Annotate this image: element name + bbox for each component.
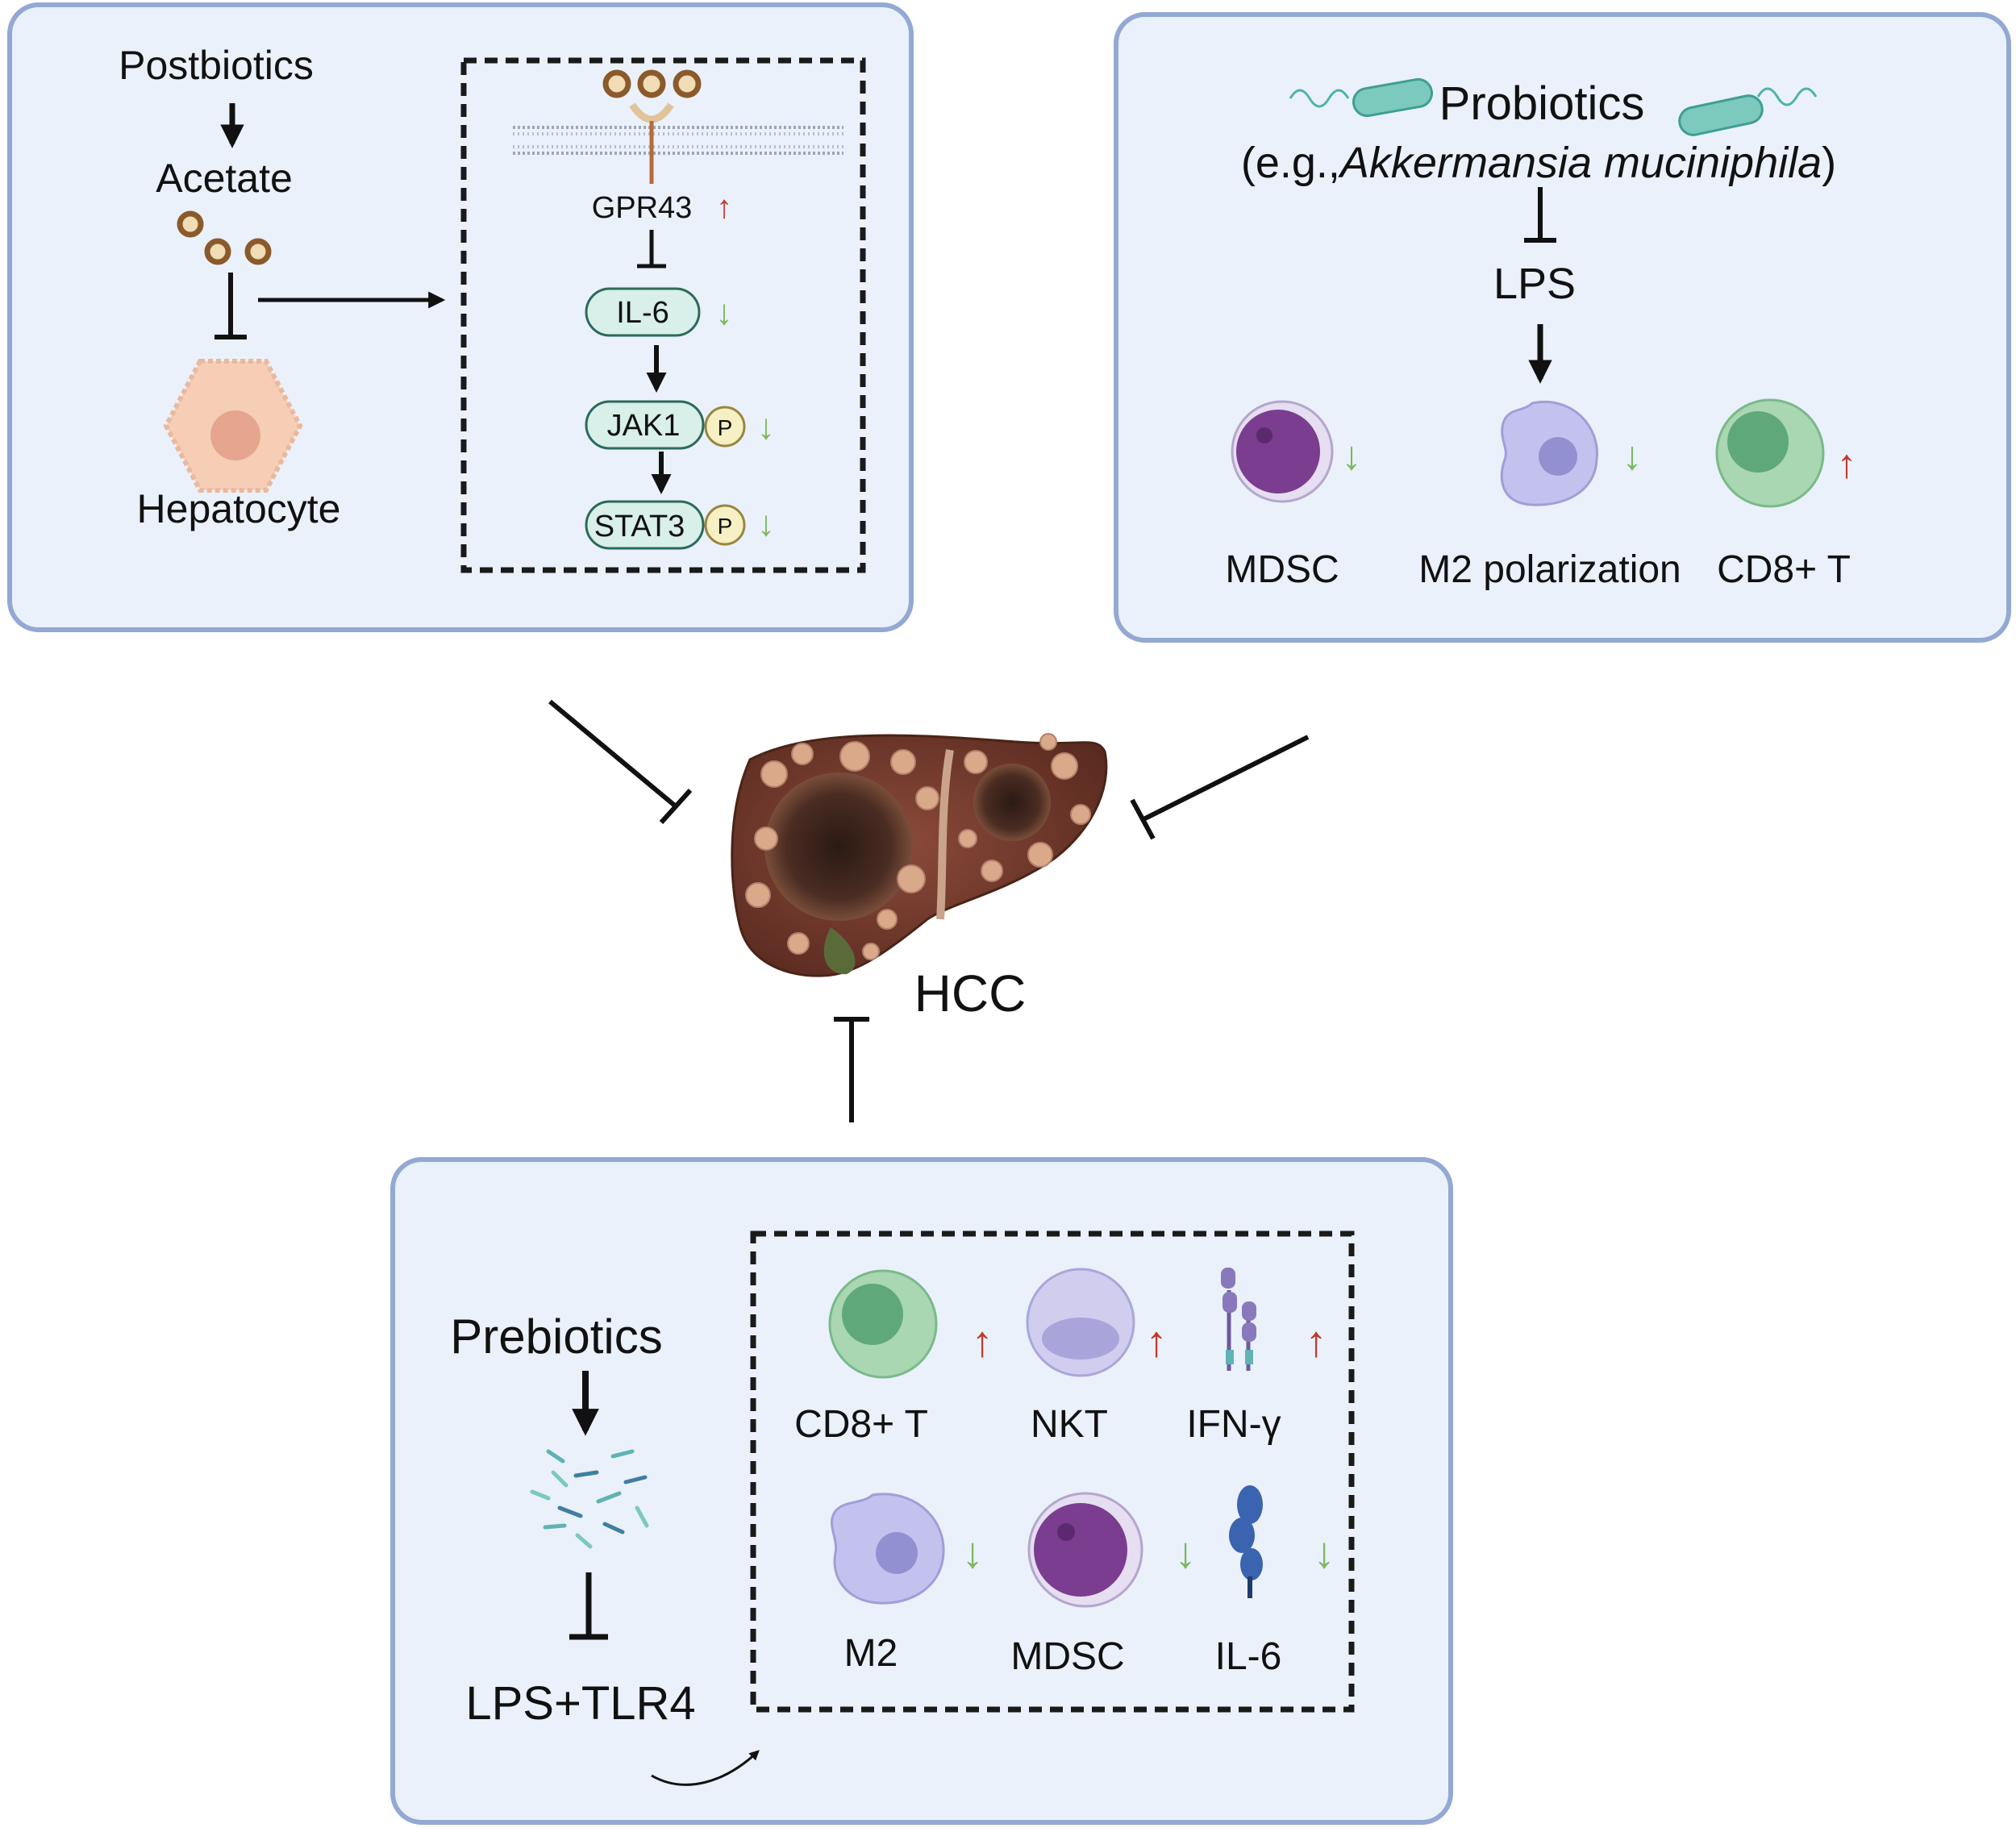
cd8-t-cell-icon-2 (828, 1269, 938, 1379)
jak1-phospho-label: P (718, 415, 733, 440)
jak1-pill (585, 400, 705, 450)
cd8-t-label-2: CD8+ T (794, 1403, 928, 1446)
il6-down-arrow-2: ↓ (1314, 1529, 1335, 1577)
pathway-dashed-box (460, 57, 866, 573)
example-species: Akkermansia muciniphila (1338, 139, 1822, 187)
gut-microbiota-icon (530, 1449, 649, 1549)
m2-down-arrow: ↓ (1622, 433, 1643, 478)
prebiotics-panel-box (390, 1157, 1453, 1825)
postbiotics-label: Postbiotics (119, 43, 314, 88)
m2-macrophage-icon (1500, 401, 1598, 506)
gpr43-receptor-icon (602, 69, 702, 184)
bacteria-right-icon (1678, 87, 1818, 136)
lps-label: LPS (1493, 260, 1576, 308)
nkt-up-arrow: ↑ (1146, 1318, 1168, 1366)
stat3-label: STAT3 (594, 510, 685, 543)
ifn-gamma-label: IFN-γ (1186, 1403, 1281, 1446)
il6-label: IL-6 (616, 296, 669, 330)
stat3-phospho-icon (704, 504, 746, 546)
hcc-label: HCC (914, 964, 1027, 1022)
probiotics-title: Probiotics (1439, 77, 1645, 130)
m2-macrophage-icon-2 (831, 1493, 945, 1605)
probiotics-example: (e.g.,Akkermansia muciniphila) (1241, 139, 1836, 187)
acetate-molecules-icon (177, 210, 272, 265)
prebiotics-inhibits-lps-tlr4 (569, 1572, 608, 1640)
nkt-cell-icon (1026, 1268, 1135, 1377)
cell-membrane-icon (513, 126, 843, 155)
liver-hcc-icon (731, 733, 1108, 977)
cd8-t-label: CD8+ T (1717, 548, 1851, 591)
il6-down-arrow: ↓ (715, 293, 733, 332)
probiotics-panel: Probiotics (e.g.,Akkermansia muciniphila… (1114, 12, 2011, 643)
probiotics-inhibits-hcc (1130, 735, 1310, 840)
prebiotics-label: Prebiotics (450, 1310, 662, 1364)
mdsc-label-2: MDSC (1010, 1635, 1124, 1678)
lps-tlr4-label: LPS+TLR4 (465, 1677, 695, 1730)
acetate-label: Acetate (156, 156, 293, 201)
hepatocyte-label: Hepatocyte (137, 486, 341, 531)
il6-label-2: IL-6 (1215, 1635, 1282, 1678)
prebiotics-panel: Prebiotics LPS+TLR4 ↑ (390, 1157, 1453, 1825)
cd8-up-arrow-2: ↑ (972, 1318, 993, 1366)
mdsc-cell-icon (1231, 400, 1334, 503)
jak1-label: JAK1 (607, 409, 681, 443)
mdsc-down-arrow: ↓ (1342, 433, 1362, 478)
ifn-gamma-up-arrow: ↑ (1306, 1318, 1327, 1366)
cd8-t-cell-icon (1715, 398, 1825, 508)
postbiotics-inhibits-hcc (548, 699, 693, 825)
gpr43-label: GPR43 (592, 191, 693, 225)
prebiotics-inhibits-hcc (834, 1017, 869, 1122)
m2-down-arrow-2: ↓ (962, 1529, 984, 1577)
nkt-label: NKT (1031, 1403, 1108, 1446)
il6-receptor-icon (1229, 1485, 1263, 1598)
mdsc-label: MDSC (1225, 548, 1339, 591)
ifn-gamma-icon (1221, 1268, 1256, 1371)
postbiotics-panel-box (7, 2, 914, 632)
hepatocyte-icon (163, 359, 303, 493)
gpr43-up-arrow: ↑ (716, 189, 732, 225)
stat3-phospho-label: P (718, 514, 733, 539)
acetate-inhibits-hepatocyte (215, 273, 247, 339)
jak1-phospho-icon (704, 406, 746, 448)
jak1-down-arrow: ↓ (757, 407, 775, 447)
il6-pill (585, 287, 701, 337)
stat3-pill (585, 500, 705, 550)
cd8-up-arrow: ↑ (1837, 441, 1857, 486)
stat3-down-arrow: ↓ (757, 504, 775, 543)
mdsc-down-arrow-2: ↓ (1175, 1529, 1197, 1577)
mdsc-cell-icon-2 (1027, 1492, 1143, 1608)
m2-label: M2 (844, 1632, 898, 1675)
probiotics-inhibits-lps (1524, 187, 1556, 243)
bacteria-left-icon (1289, 77, 1434, 118)
example-prefix: (e.g., (1241, 139, 1340, 187)
example-suffix: ) (1822, 139, 1836, 187)
immune-dashed-box (750, 1230, 1355, 1713)
lps-tlr4-to-immune-arrow (651, 1750, 760, 1786)
gpr43-inhibits-il6 (637, 230, 666, 269)
postbiotics-panel: Postbiotics Acetate Hepatocyte (7, 2, 914, 632)
m2-polarization-label: M2 polarization (1418, 548, 1681, 591)
